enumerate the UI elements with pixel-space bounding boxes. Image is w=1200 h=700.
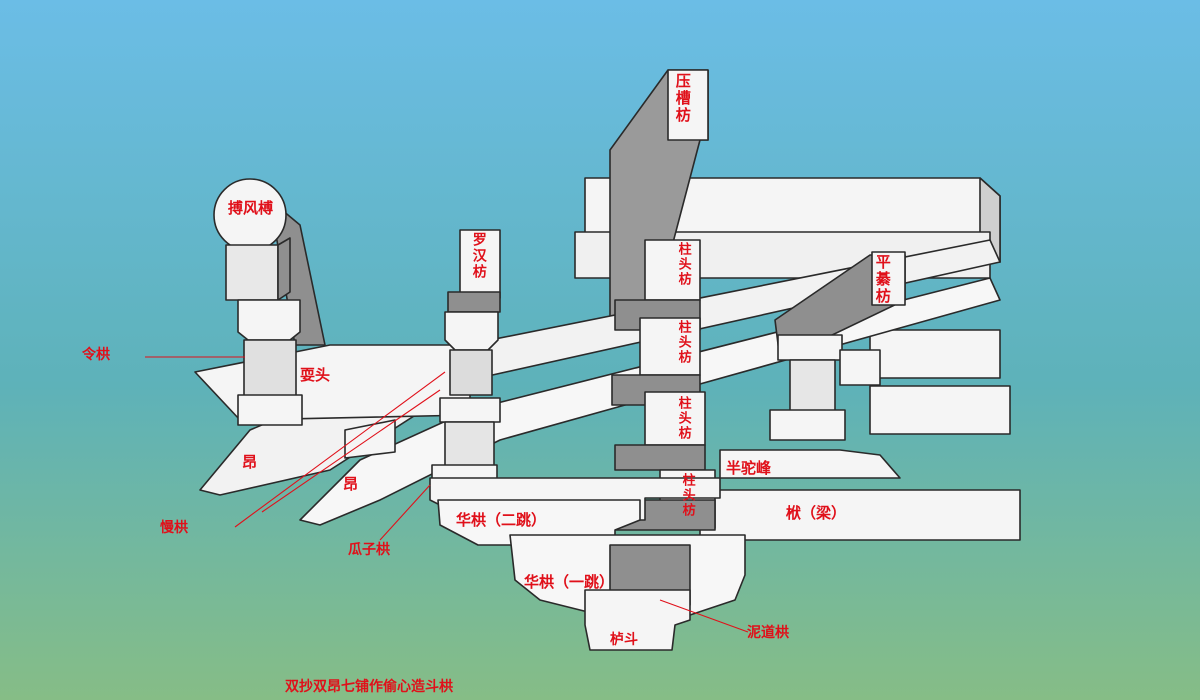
leader-mangong	[234, 371, 446, 528]
fu-beam	[699, 489, 1021, 541]
label-ang-lower: 昂	[343, 475, 359, 493]
label-nidaogong: 泥道栱	[747, 625, 789, 641]
label-fu-liang: 栿（梁）	[786, 504, 847, 522]
leader-mangong-2	[261, 389, 441, 513]
label-huagong-1: 华栱（一跳）	[524, 573, 615, 591]
beam-stub-2	[869, 385, 1011, 435]
label-guazigong: 瓜子栱	[348, 542, 390, 558]
label-bofengchuan: 搏风榑	[228, 199, 274, 217]
bantuofeng	[719, 449, 901, 479]
label-mangong: 慢栱	[160, 520, 188, 536]
label-luohanfang: 罗汉枋	[470, 232, 487, 280]
label-lingong: 令栱	[82, 347, 110, 363]
label-zhutoufang-2: 柱头枋	[675, 320, 691, 365]
label-shuatou: 耍头	[300, 366, 331, 384]
label-pingpanfang: 平綦枋	[873, 254, 892, 305]
label-zhutoufang-3: 柱头枋	[675, 396, 691, 441]
leader-nidaogong	[659, 599, 749, 633]
bofengchuan-beam	[269, 199, 326, 346]
label-bantuofeng: 半驼峰	[726, 459, 772, 477]
label-ang-upper: 昂	[242, 453, 258, 471]
leader-guazigong	[379, 484, 431, 541]
label-zhutoufang-1: 柱头枋	[675, 242, 691, 287]
label-zhutoufang-4: 柱头枋	[679, 473, 695, 518]
diagram-caption: 双抄双昂七铺作偷心造斗栱	[285, 679, 453, 695]
ludou-block	[584, 589, 691, 651]
beam-stub-1	[869, 329, 1001, 379]
label-yacaofang: 压槽枋	[673, 73, 692, 124]
label-ludou: 栌斗	[610, 632, 638, 648]
label-huagong-2: 华栱（二跳）	[456, 511, 547, 529]
